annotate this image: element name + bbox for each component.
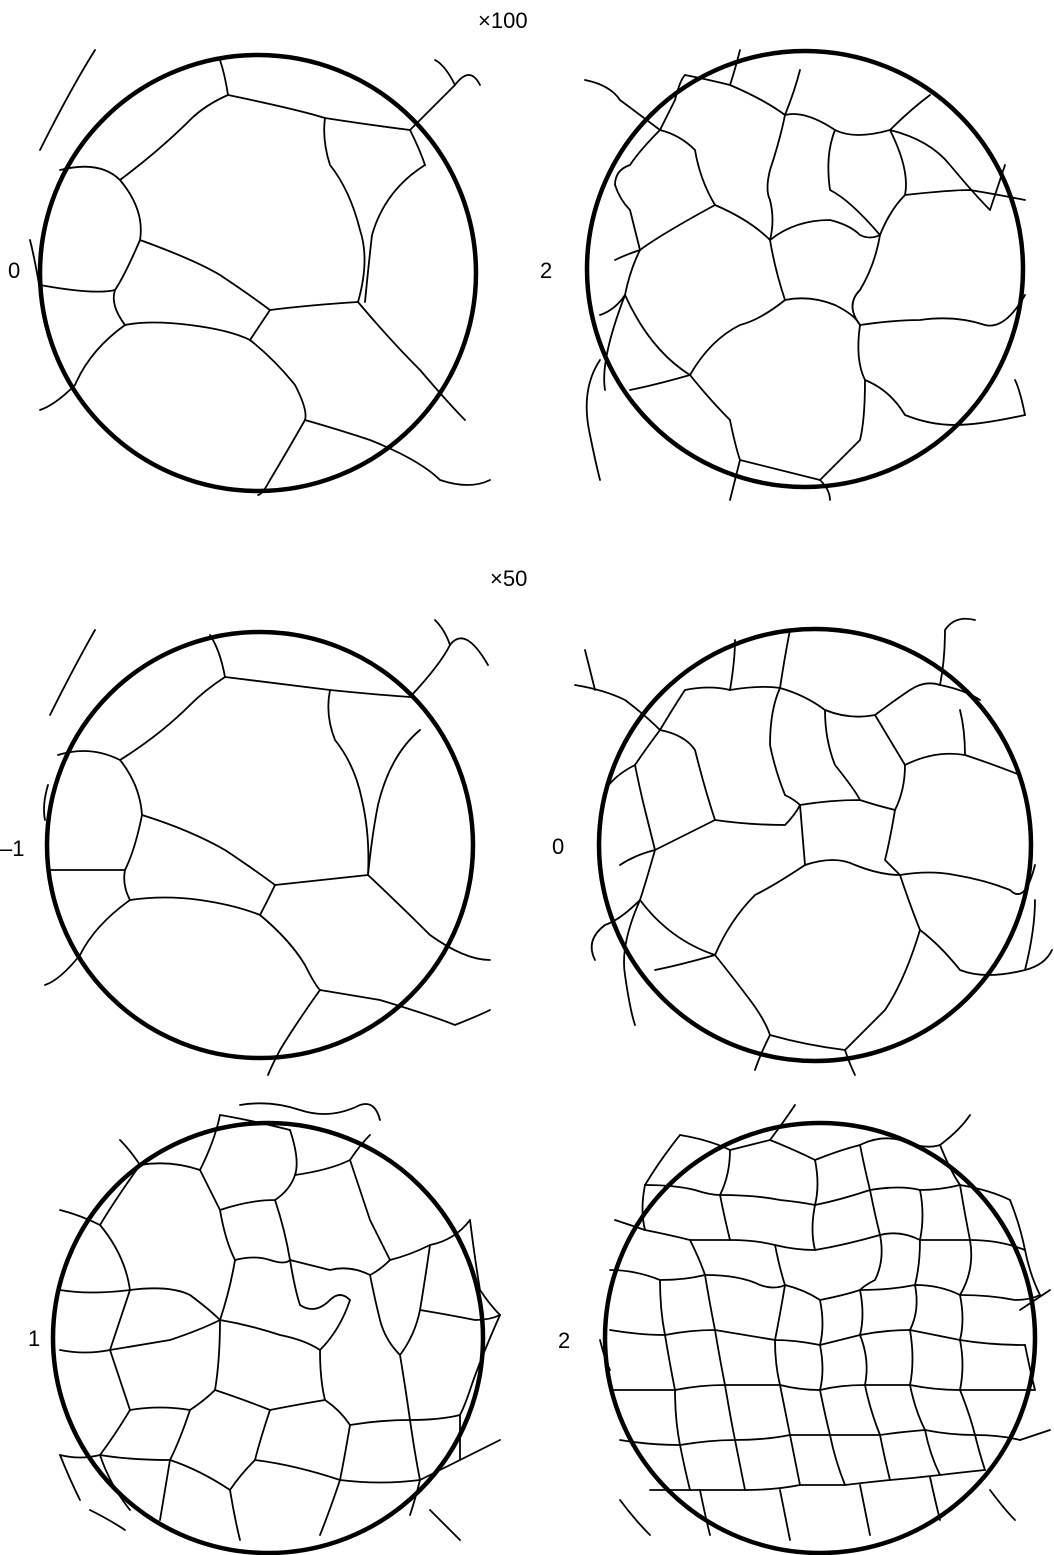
grain-boundaries — [600, 1105, 1050, 1540]
grain-micrograph-x100-0 — [0, 40, 520, 510]
grain-micrograph-x50-1 — [30, 1090, 530, 1555]
grain-boundaries — [30, 50, 490, 495]
grain-micrograph-x50-minus1 — [10, 605, 520, 1080]
panel-label-2-bottom: 2 — [558, 1328, 570, 1354]
field-of-view-circle — [40, 55, 476, 491]
grain-boundaries — [44, 620, 490, 1075]
panel-label-2-top: 2 — [540, 258, 552, 284]
field-of-view-circle — [47, 632, 473, 1058]
panel-label-0-middle: 0 — [552, 834, 564, 860]
magnification-label-x100: ×100 — [478, 8, 528, 34]
magnification-label-x50: ×50 — [490, 566, 527, 592]
grain-micrograph-x100-2 — [560, 40, 1054, 510]
grain-micrograph-x50-0 — [565, 600, 1054, 1080]
grain-boundaries — [575, 619, 1052, 1075]
grain-micrograph-x50-2 — [580, 1090, 1054, 1555]
